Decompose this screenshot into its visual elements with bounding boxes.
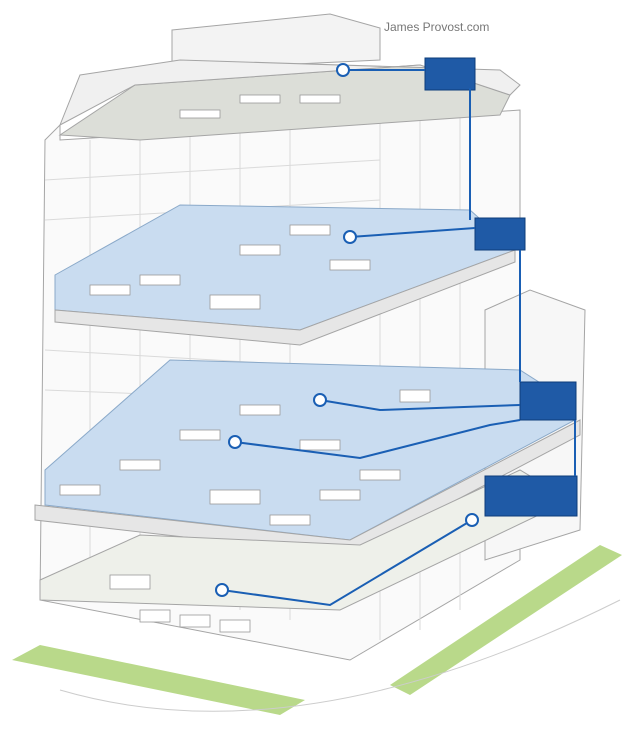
server-room-floor-2 <box>474 217 526 251</box>
floor-1-edge <box>34 419 581 557</box>
network-node-icon <box>313 393 327 407</box>
network-node-icon <box>215 583 229 597</box>
credit-text: James Provost.com <box>384 20 490 34</box>
sidewalk-curve <box>59 599 621 712</box>
server-room-roof <box>424 57 476 91</box>
floor-2-edge <box>54 249 516 346</box>
grass-strip-left <box>12 645 305 715</box>
server-room-floor-1 <box>519 381 577 421</box>
server-room-ground <box>484 475 578 517</box>
network-nodes <box>215 63 479 597</box>
network-node-icon <box>228 435 242 449</box>
server-rooms <box>424 57 578 517</box>
roof-parapet <box>59 59 521 127</box>
desk-clusters <box>59 94 431 633</box>
network-node-icon <box>465 513 479 527</box>
network-node-icon <box>336 63 350 77</box>
network-cabling <box>221 69 576 607</box>
network-node-icon <box>343 230 357 244</box>
grass-strip-right <box>390 545 622 695</box>
